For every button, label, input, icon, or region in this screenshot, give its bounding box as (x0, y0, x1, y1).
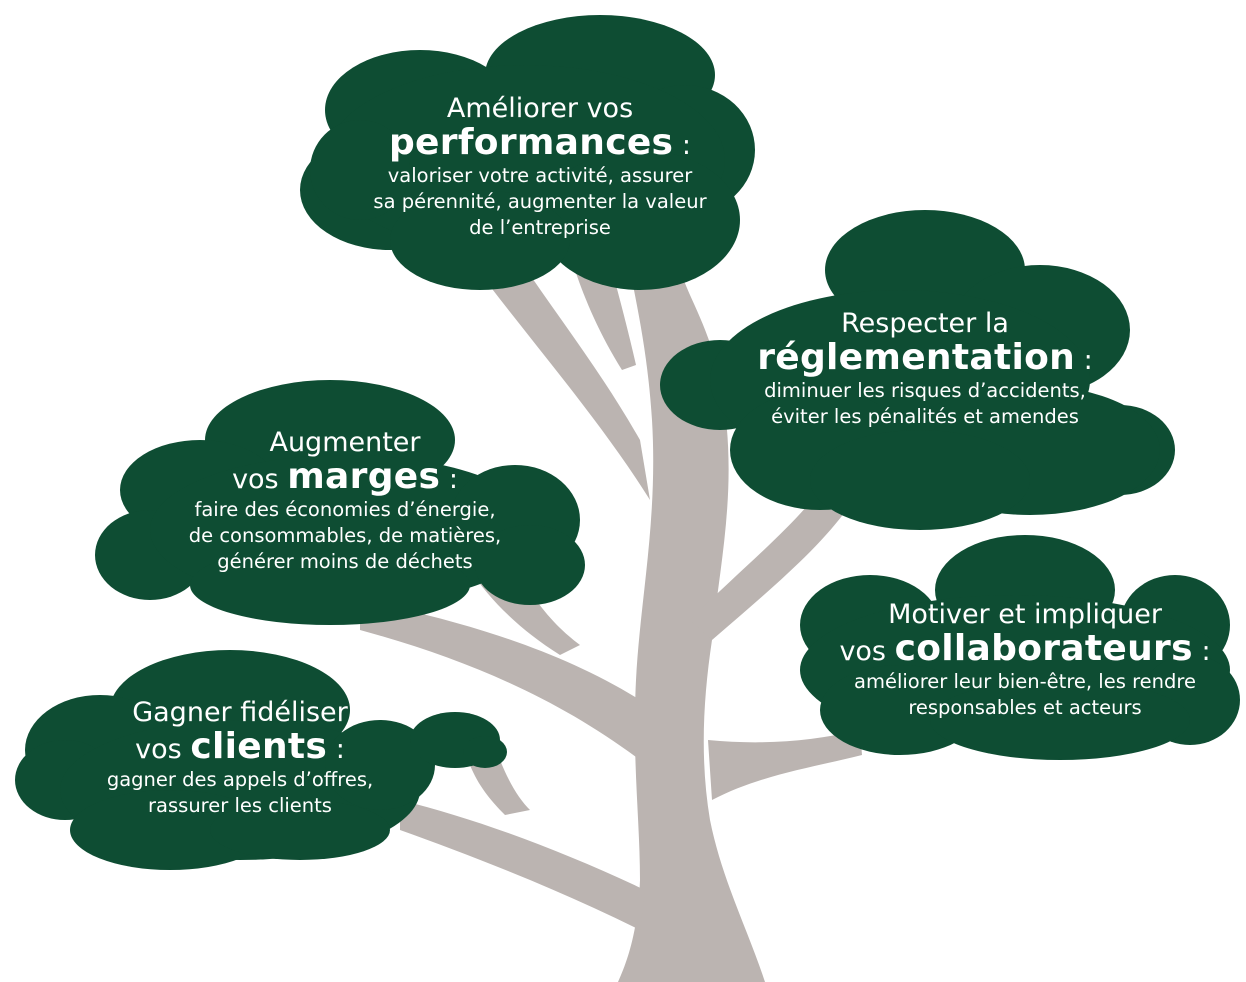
marges-colon: : (448, 464, 458, 495)
clients-description: gagner des appels d’offres, rassurer les… (90, 767, 390, 819)
performances-colon: : (681, 130, 691, 161)
branch-left-lower (400, 800, 645, 930)
branch-left-middle (360, 600, 640, 760)
collaborateurs-title: Motiver et impliquer vos collaborateurs … (830, 598, 1220, 669)
collaborateurs-desc-line: responsables et acteurs (908, 696, 1142, 719)
collaborateurs-description: améliorer leur bien-être, les rendre res… (830, 669, 1220, 721)
cloud-collaborateurs-shape (800, 535, 1240, 760)
clients-desc-line: gagner des appels d’offres, (106, 768, 374, 791)
clients-colon: : (335, 734, 345, 765)
marges-desc-line: faire des économies d’énergie, (194, 498, 496, 521)
branch-left-lower-fork (470, 760, 530, 815)
branch-top-center (575, 270, 636, 370)
branch-right-long (690, 490, 850, 640)
reglementation-keyword: réglementation (757, 337, 1076, 378)
cloud-performances: Améliorer vos performances : valoriser v… (360, 92, 720, 241)
performances-desc-line: de l’entreprise (469, 216, 611, 239)
cloud-reglementation: Respecter la réglementation : diminuer l… (740, 307, 1110, 430)
reglementation-line1: Respecter la (841, 308, 1009, 339)
branch-right-lower (708, 730, 862, 800)
clients-line1: Gagner fidéliser (132, 697, 348, 728)
marges-description: faire des économies d’énergie, de consom… (170, 497, 520, 575)
collaborateurs-colon: : (1201, 636, 1211, 667)
collaborateurs-keyword: collaborateurs (894, 628, 1193, 669)
marges-desc-line: générer moins de déchets (217, 550, 473, 573)
performances-title: Améliorer vos performances : (360, 92, 720, 163)
cloud-clients: Gagner fidéliser vos clients : gagner de… (90, 696, 390, 819)
clients-title: Gagner fidéliser vos clients : (90, 696, 390, 767)
marges-title: Augmenter vos marges : (170, 426, 520, 497)
cloud-collaborateurs: Motiver et impliquer vos collaborateurs … (830, 598, 1220, 721)
reglementation-title: Respecter la réglementation : (740, 307, 1110, 378)
reglementation-desc-line: éviter les pénalités et amendes (771, 405, 1079, 428)
performances-desc-line: sa pérennité, augmenter la valeur (373, 190, 707, 213)
reglementation-desc-line: diminuer les risques d’accidents, (764, 379, 1086, 402)
performances-line1: Améliorer vos (446, 93, 634, 124)
tree-trunk (360, 260, 862, 982)
main-trunk (618, 270, 765, 982)
clients-desc-line: rassurer les clients (148, 794, 332, 817)
marges-pre: vos (232, 464, 279, 495)
cloud-performances-shape (300, 15, 755, 290)
canopy (15, 15, 1240, 870)
clients-pre: vos (135, 734, 182, 765)
reglementation-description: diminuer les risques d’accidents, éviter… (740, 378, 1110, 430)
marges-line1: Augmenter (269, 427, 421, 458)
performances-desc-line: valoriser votre activité, assurer (387, 164, 693, 187)
collaborateurs-pre: vos (839, 636, 887, 667)
marges-desc-line: de consommables, de matières, (188, 524, 502, 547)
clients-keyword: clients (190, 726, 328, 767)
cloud-marges: Augmenter vos marges : faire des économi… (170, 426, 520, 575)
performances-description: valoriser votre activité, assurer sa pér… (360, 163, 720, 241)
cloud-marges-shape (95, 380, 585, 625)
collaborateurs-desc-line: améliorer leur bien-être, les rendre (854, 670, 1196, 693)
collaborateurs-line1: Motiver et impliquer (888, 599, 1162, 630)
marges-keyword: marges (287, 456, 441, 497)
cloud-clients-shape (15, 650, 507, 870)
cloud-reglementation-shape (660, 210, 1175, 530)
performances-keyword: performances (388, 122, 674, 163)
reglementation-colon: : (1083, 345, 1093, 376)
